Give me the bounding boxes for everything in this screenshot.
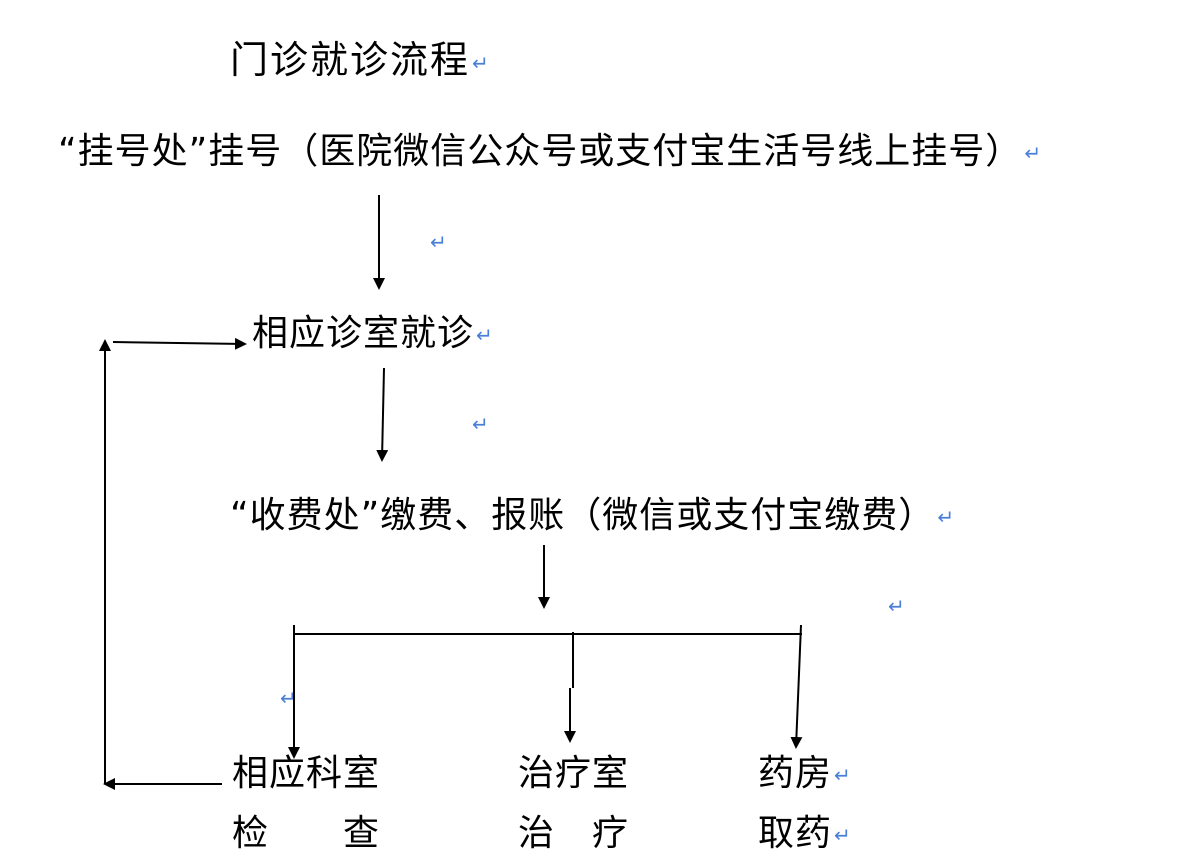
branch-treatment-line1: 治疗室 (518, 753, 630, 794)
arrow-consult-to-payment (376, 367, 389, 462)
title-text: 门诊就诊流程 (230, 38, 471, 82)
step-consult-label: 相应诊室就诊 (252, 313, 475, 354)
step-consult: 相应诊室就诊↵ (252, 312, 494, 357)
paragraph-mark-icon: ↵ (888, 594, 905, 618)
paragraph-mark-icon: ↵ (472, 50, 491, 75)
paragraph-mark-icon: ↵ (834, 823, 852, 847)
paragraph-mark-icon: ↵ (280, 686, 297, 710)
step-register: “挂号处”挂号（医院微信公众号或支付宝生活号线上挂号）↵ (58, 130, 1042, 175)
branch-exam-line2: 检 查 (232, 813, 381, 854)
branch-pharmacy-line1: 药房↵ (758, 752, 852, 797)
paragraph-mark-icon: ↵ (472, 412, 489, 436)
paragraph-mark-icon: ↵ (1024, 141, 1043, 165)
arrow-loop-to-consult (112, 337, 247, 350)
branch-treatment-line2: 治 疗 (518, 813, 630, 854)
flowchart-title: 门诊就诊流程↵ (230, 38, 491, 85)
branch-pharmacy-line2: 取药↵ (758, 812, 852, 857)
branch-pharmacy-line1-text: 药房 (758, 753, 833, 794)
arrow-split-to-pharmacy (790, 624, 803, 749)
paragraph-mark-icon: ↵ (937, 505, 956, 529)
paragraph-mark-icon: ↵ (476, 323, 494, 347)
branch-exam-line1: 相应科室 (232, 753, 381, 794)
step-payment-label: “收费处”缴费、报账（微信或支付宝缴费） (230, 495, 936, 536)
step-register-label: “挂号处”挂号（医院微信公众号或支付宝生活号线上挂号） (58, 131, 1023, 172)
step-payment: “收费处”缴费、报账（微信或支付宝缴费）↵ (230, 494, 955, 539)
branch-pharmacy-line2-text: 取药 (758, 813, 833, 854)
paragraph-mark-icon: ↵ (834, 763, 852, 787)
paragraph-mark-icon: ↵ (430, 230, 447, 254)
